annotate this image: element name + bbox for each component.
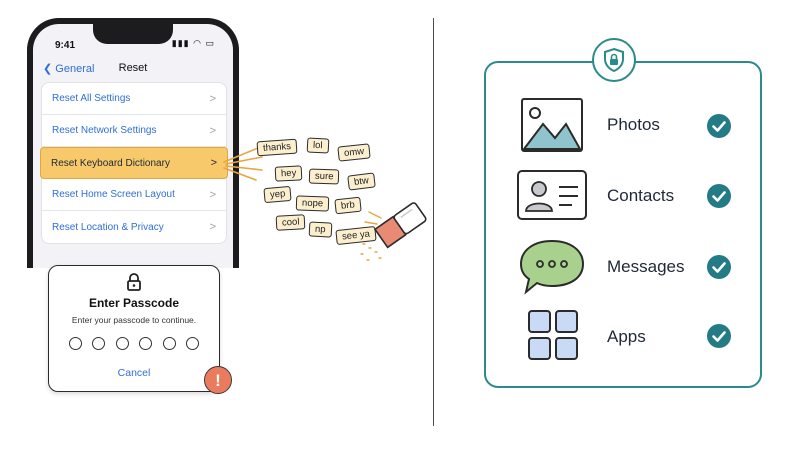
chevron-right-icon: > — [209, 221, 216, 233]
row-label: Reset Home Screen Layout — [52, 189, 175, 200]
passcode-dots[interactable] — [69, 337, 199, 350]
check-icon — [707, 184, 731, 208]
reset-all-settings[interactable]: Reset All Settings > — [42, 83, 226, 115]
lock-icon — [127, 273, 141, 291]
chevron-left-icon: ❮ — [43, 63, 53, 75]
status-icons: ▮▮▮ ◠ ▭ — [171, 38, 215, 48]
passcode-dialog: Enter Passcode Enter your passcode to co… — [48, 265, 220, 392]
chevron-right-icon: > — [210, 157, 217, 169]
word-chip: sure — [308, 168, 340, 185]
reset-keyboard-dictionary[interactable]: Reset Keyboard Dictionary > — [40, 147, 228, 179]
category-label-contacts: Contacts — [607, 186, 675, 205]
row-label: Reset Network Settings — [52, 125, 157, 136]
category-label-apps: Apps — [607, 327, 646, 346]
word-chip: np — [308, 221, 332, 238]
word-chip: thanks — [256, 138, 298, 157]
shield-lock-icon — [604, 47, 624, 73]
passcode-dot — [162, 337, 176, 350]
word-chip: nope — [295, 195, 330, 212]
reset-network-settings[interactable]: Reset Network Settings > — [42, 115, 226, 147]
check-icon — [707, 114, 731, 138]
settings-list: Reset All Settings > Reset Network Setti… — [40, 82, 228, 244]
photos-icon — [521, 98, 583, 152]
chevron-right-icon: > — [209, 188, 216, 201]
word-chip: omw — [337, 143, 371, 162]
status-time: 9:41 — [55, 40, 76, 51]
vertical-divider — [433, 18, 434, 426]
apps-icon — [528, 310, 578, 360]
cancel-button[interactable]: Cancel — [117, 367, 151, 379]
alert-icon: ! — [204, 366, 232, 394]
chevron-right-icon: > — [209, 92, 216, 105]
reset-home-screen-layout[interactable]: Reset Home Screen Layout > — [42, 179, 226, 211]
page-title: Reset — [118, 62, 148, 74]
passcode-dot — [69, 337, 82, 350]
passcode-subtitle: Enter your passcode to continue. — [71, 315, 197, 325]
row-label: Reset All Settings — [52, 93, 131, 104]
back-button[interactable]: ❮ General — [43, 62, 94, 75]
word-chip: yep — [263, 185, 292, 204]
passcode-dot — [92, 337, 106, 350]
passcode-title: Enter Passcode — [88, 296, 180, 310]
contacts-icon — [517, 170, 587, 220]
word-chip: cool — [275, 214, 306, 231]
passcode-dot — [139, 337, 153, 350]
check-icon — [707, 255, 731, 279]
messages-icon — [519, 239, 585, 295]
eraser-icon — [360, 202, 427, 261]
back-label: General — [55, 63, 95, 75]
check-icon — [707, 324, 731, 348]
category-label-photos: Photos — [607, 115, 660, 134]
word-chip: hey — [274, 165, 303, 182]
row-label: Reset Keyboard Dictionary — [51, 157, 170, 169]
passcode-dot — [185, 337, 199, 350]
word-chip: lol — [306, 137, 329, 154]
word-chip: btw — [347, 172, 376, 191]
phone-notch — [93, 24, 173, 44]
category-label-messages: Messages — [607, 257, 685, 276]
reset-location-privacy[interactable]: Reset Location & Privacy > — [42, 211, 226, 243]
passcode-dot — [115, 337, 129, 350]
chevron-right-icon: > — [209, 124, 216, 137]
phone-frame: 9:41 ▮▮▮ ◠ ▭ ❮ General Reset Reset All S… — [27, 18, 239, 268]
speed-lines — [223, 147, 263, 181]
shield-badge — [592, 38, 636, 82]
row-label: Reset Location & Privacy — [52, 221, 164, 233]
